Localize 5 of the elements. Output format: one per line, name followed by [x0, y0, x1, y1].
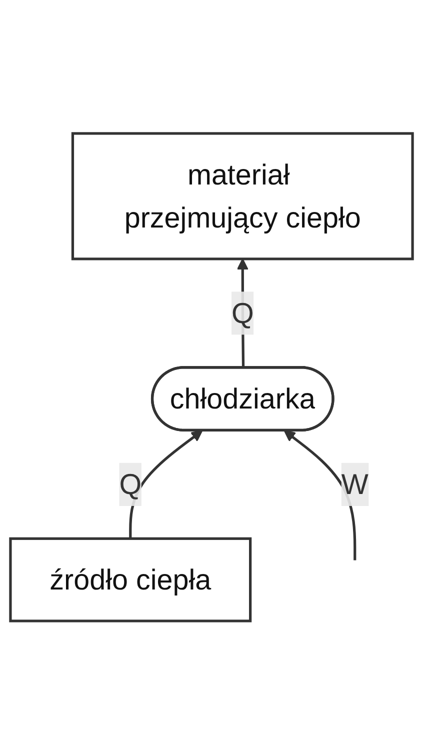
node-box: materiał przejmujący ciepło	[71, 132, 414, 261]
edge-label: Q	[231, 297, 254, 330]
edge-label: Q	[119, 468, 142, 502]
node-box: źródło ciepła	[9, 538, 252, 623]
edge-label: W	[341, 468, 368, 502]
